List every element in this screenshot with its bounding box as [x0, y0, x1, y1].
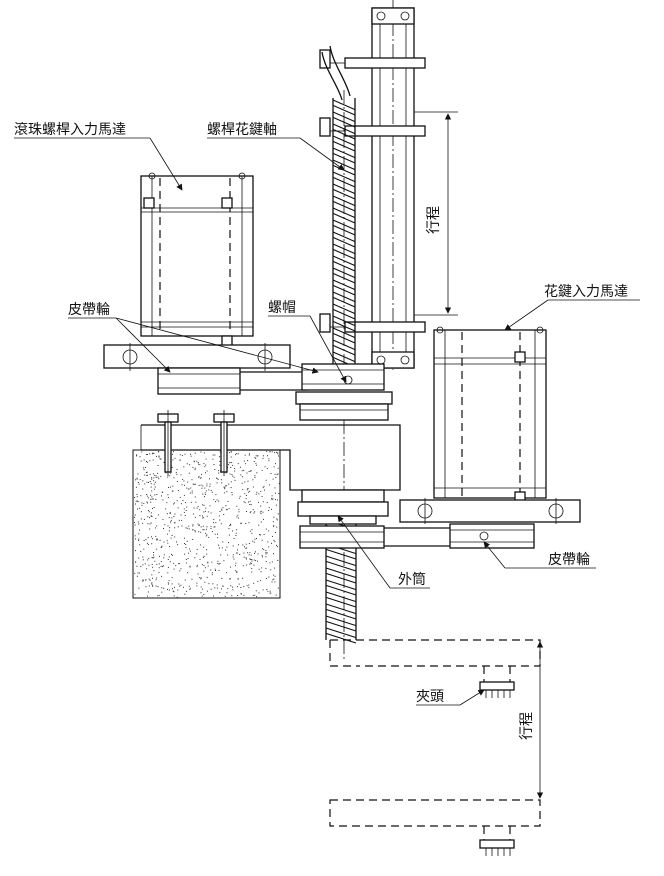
- chuck-arm-lower: [329, 799, 541, 840]
- label-outer-tube: 外筒: [398, 571, 426, 588]
- label-ball-screw-motor: 滾珠螺桿入力馬達: [14, 122, 126, 138]
- chuck-upper: [479, 681, 515, 698]
- label-nut: 螺帽: [268, 300, 296, 316]
- label-stroke-bottom: 行程: [519, 712, 535, 740]
- label-pulley-left: 皮帶輪: [68, 301, 110, 318]
- label-chuck: 夾頭: [416, 689, 444, 705]
- label-stroke-top: 行程: [426, 206, 442, 234]
- mounting-plate: [140, 410, 401, 491]
- right-motor-plate: [399, 498, 581, 524]
- ball-screw-motor: [140, 172, 254, 347]
- label-spline-motor: 花鍵入力馬達: [544, 284, 628, 300]
- cable: [321, 51, 343, 101]
- bottom-pulley: [299, 523, 535, 549]
- label-pulley-right: 皮帶輪: [548, 551, 590, 568]
- spline-motor: [433, 326, 547, 503]
- outer-tube-housing: [297, 489, 389, 525]
- nut-block: [295, 363, 393, 421]
- left-pulley: [157, 367, 308, 395]
- anchor-bolt-right: [213, 410, 235, 476]
- chuck-lower: [479, 839, 515, 856]
- leader-lines: [14, 137, 640, 706]
- label-screw-spline-shaft: 螺桿花鍵軸: [207, 122, 277, 138]
- concrete-base: [132, 449, 281, 599]
- stroke-dimension-top: [414, 111, 458, 316]
- anchor-bolt-left: [157, 410, 179, 476]
- chuck-arm-upper: [329, 639, 541, 684]
- guide-column: [319, 0, 426, 370]
